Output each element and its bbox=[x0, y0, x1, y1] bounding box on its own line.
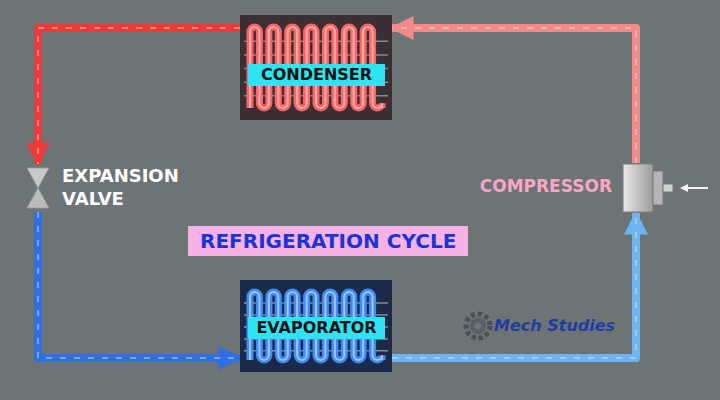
component-label: CONDENSER bbox=[248, 64, 385, 86]
compressor-symbol bbox=[622, 163, 710, 213]
component-label: EXPANSION VALVE bbox=[62, 164, 190, 210]
component-label: COMPRESSOR bbox=[480, 176, 612, 196]
drive-arrow bbox=[686, 187, 708, 189]
pipe-highlight bbox=[38, 28, 240, 164]
refrigerant-pipe bbox=[392, 28, 636, 163]
component-label: EVAPORATOR bbox=[248, 317, 385, 339]
watermark-gear bbox=[466, 314, 490, 338]
cylinder bbox=[623, 164, 653, 212]
expansion-valve: EXPANSION VALVE bbox=[26, 164, 196, 212]
piston bbox=[653, 171, 663, 205]
piston-rod bbox=[663, 184, 673, 192]
compressor: COMPRESSOR bbox=[440, 163, 710, 213]
watermark: Mech Studies bbox=[494, 316, 615, 335]
pipe-line bbox=[392, 28, 636, 163]
valve-symbol bbox=[26, 164, 50, 212]
evaporator-coil: EVAPORATOR bbox=[240, 280, 392, 372]
diagram-title: REFRIGERATION CYCLE bbox=[188, 226, 468, 256]
pipe-highlight bbox=[392, 28, 636, 163]
condenser-coil: CONDENSER bbox=[240, 15, 392, 120]
pipe-line bbox=[38, 28, 240, 164]
refrigerant-pipe bbox=[38, 28, 240, 164]
